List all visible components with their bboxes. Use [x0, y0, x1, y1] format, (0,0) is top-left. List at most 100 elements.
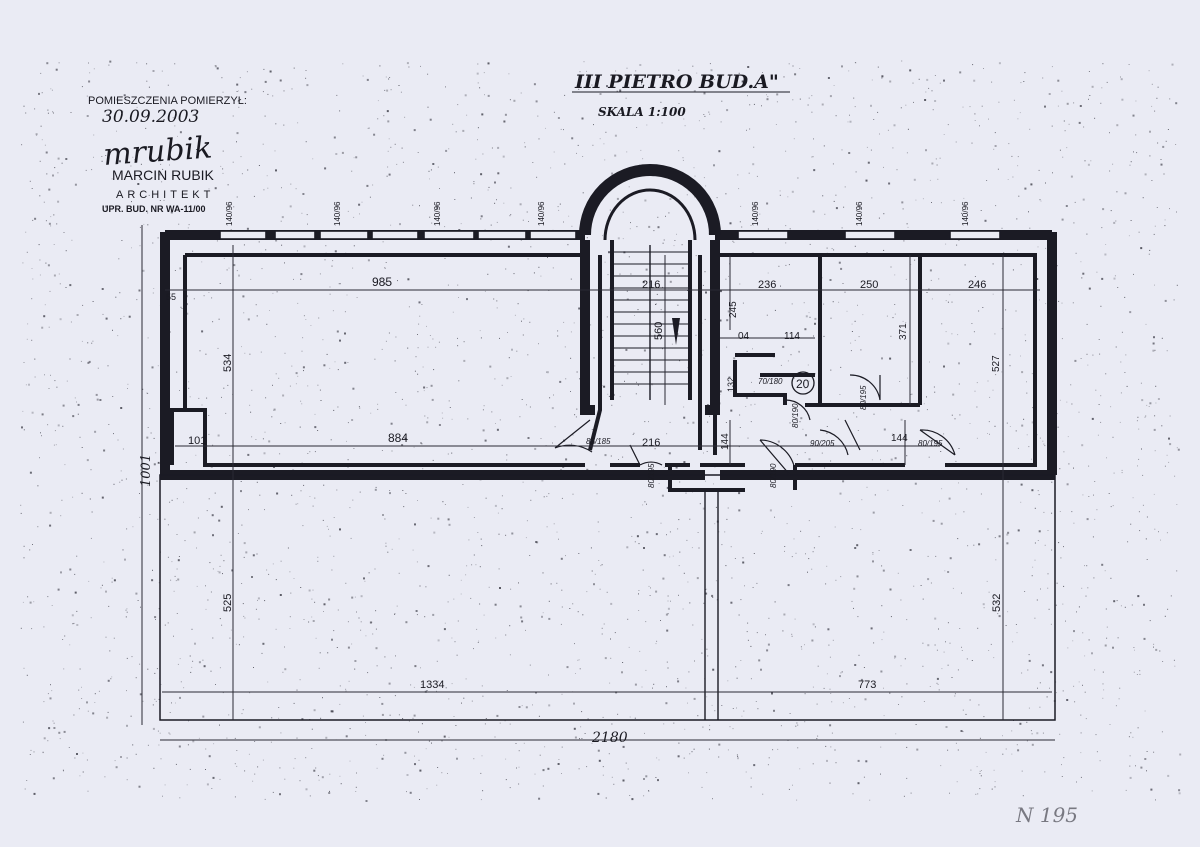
- noise-dot: [1161, 337, 1163, 339]
- noise-dot: [221, 77, 223, 79]
- noise-dot: [332, 310, 334, 312]
- noise-dot: [979, 737, 981, 739]
- noise-dot: [309, 496, 311, 497]
- noise-dot: [219, 618, 221, 620]
- noise-dot: [1149, 620, 1151, 622]
- noise-dot: [108, 424, 110, 425]
- noise-dot: [532, 704, 533, 706]
- noise-dot: [398, 538, 400, 540]
- noise-dot: [703, 602, 705, 604]
- noise-dot: [1028, 654, 1030, 656]
- noise-dot: [774, 516, 775, 518]
- noise-dot: [745, 406, 747, 407]
- noise-dot: [582, 192, 584, 194]
- noise-dot: [61, 162, 63, 164]
- noise-dot: [994, 425, 996, 427]
- noise-dot: [629, 228, 631, 230]
- dim-stair-bottom: 216: [642, 437, 660, 449]
- noise-dot: [627, 373, 629, 375]
- noise-dot: [29, 471, 32, 474]
- noise-dot: [907, 226, 909, 228]
- noise-dot: [889, 357, 892, 360]
- noise-dot: [658, 483, 660, 484]
- noise-dot: [447, 773, 448, 774]
- noise-dot: [284, 262, 285, 264]
- noise-dot: [883, 428, 886, 431]
- noise-dot: [1154, 110, 1156, 112]
- noise-dot: [804, 452, 806, 454]
- noise-dot: [1061, 776, 1063, 777]
- noise-dot: [635, 393, 637, 395]
- noise-dot: [657, 216, 659, 218]
- noise-dot: [1084, 691, 1086, 693]
- noise-dot: [487, 94, 490, 97]
- noise-dot: [362, 715, 364, 717]
- noise-dot: [566, 666, 569, 669]
- noise-dot: [597, 521, 599, 523]
- noise-dot: [417, 152, 419, 153]
- noise-dot: [504, 113, 507, 116]
- noise-dot: [1043, 443, 1045, 445]
- noise-dot: [50, 684, 51, 686]
- noise-dot: [747, 622, 749, 624]
- noise-dot: [666, 661, 668, 663]
- noise-dot: [906, 152, 908, 154]
- noise-dot: [600, 565, 602, 567]
- noise-dot: [283, 90, 285, 92]
- noise-dot: [99, 399, 102, 401]
- noise-dot: [1088, 496, 1090, 497]
- noise-dot: [736, 707, 737, 709]
- noise-dot: [333, 517, 335, 518]
- noise-dot: [320, 717, 322, 719]
- noise-dot: [1094, 669, 1096, 671]
- noise-dot: [385, 545, 387, 547]
- noise-dot: [1156, 207, 1158, 208]
- noise-dot: [236, 91, 238, 92]
- noise-dot: [176, 568, 178, 570]
- noise-dot: [599, 588, 601, 590]
- noise-dot: [563, 129, 564, 131]
- noise-dot: [1031, 458, 1032, 460]
- noise-dot: [998, 615, 1001, 618]
- noise-dot: [432, 459, 434, 461]
- noise-dot: [1137, 727, 1139, 729]
- noise-dot: [385, 262, 387, 263]
- noise-dot: [136, 299, 138, 301]
- noise-dot: [47, 109, 49, 111]
- noise-dot: [389, 490, 391, 491]
- noise-dot: [900, 401, 902, 403]
- noise-dot: [1003, 252, 1005, 254]
- noise-dot: [157, 518, 159, 520]
- noise-dot: [339, 528, 341, 531]
- noise-dot: [222, 168, 224, 170]
- noise-dot: [695, 255, 697, 257]
- noise-dot: [586, 766, 588, 768]
- noise-dot: [169, 733, 171, 735]
- noise-dot: [438, 424, 441, 426]
- noise-dot: [1094, 117, 1096, 119]
- noise-dot: [762, 72, 763, 73]
- noise-dot: [921, 430, 923, 432]
- noise-dot: [596, 493, 598, 495]
- dim-room-c: 246: [968, 279, 986, 291]
- noise-dot: [1028, 446, 1030, 448]
- noise-dot: [630, 517, 632, 518]
- noise-dot: [660, 522, 662, 524]
- noise-dot: [894, 657, 896, 659]
- noise-dot: [804, 644, 805, 646]
- noise-dot: [427, 565, 430, 568]
- noise-dot: [243, 615, 245, 617]
- noise-dot: [529, 664, 531, 666]
- noise-dot: [756, 582, 758, 584]
- noise-dot: [184, 540, 186, 542]
- noise-dot: [176, 613, 178, 614]
- noise-dot: [351, 643, 353, 645]
- noise-dot: [854, 664, 857, 666]
- noise-dot: [354, 596, 356, 598]
- noise-dot: [848, 152, 851, 154]
- noise-dot: [762, 793, 764, 795]
- noise-dot: [561, 589, 563, 591]
- noise-dot: [206, 783, 209, 786]
- noise-dot: [823, 687, 825, 689]
- noise-dot: [650, 85, 652, 87]
